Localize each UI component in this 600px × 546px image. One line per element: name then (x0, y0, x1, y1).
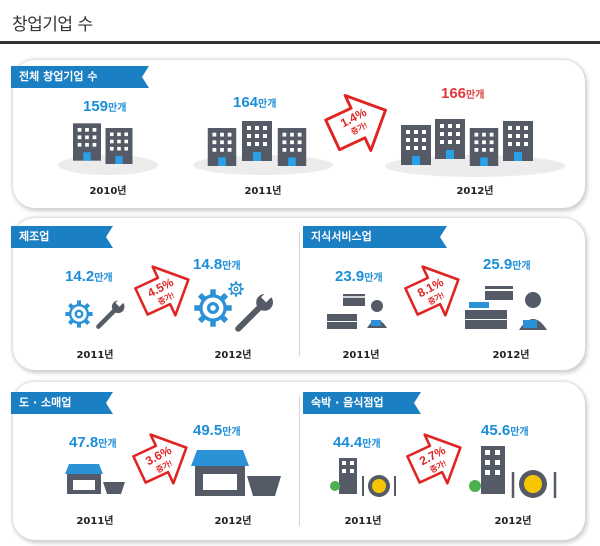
year-knowledge-2012: 2012년 (492, 350, 530, 361)
value-knowledge-2011: 23.9만개 (335, 268, 383, 285)
gear-wrench-icon (63, 294, 133, 330)
title-divider (0, 41, 600, 44)
year-2012: 2012년 (456, 186, 494, 197)
value-manufacturing-2012: 14.8만개 (193, 256, 241, 273)
year-hospitality-2011: 2011년 (344, 516, 382, 527)
gear-wrench-icon (191, 280, 281, 336)
buildings-icon (401, 119, 533, 166)
panel-total: 전체 창업기업 수 159만개 164만개 166만개 1.4%증가! 2010… (13, 60, 585, 208)
buildings-icon (73, 123, 133, 164)
value-retail-2011: 47.8만개 (69, 434, 117, 451)
panel-divider (299, 396, 300, 526)
label-knowledge-service: 지식서비스업 (303, 226, 447, 248)
year-2010: 2010년 (89, 186, 127, 197)
buildings-icon (207, 121, 307, 166)
label-total: 전체 창업기업 수 (11, 66, 149, 88)
restaurant-icon (330, 458, 396, 497)
value-2010: 159만개 (83, 98, 127, 115)
year-retail-2011: 2011년 (76, 516, 114, 527)
restaurant-icon (469, 446, 557, 498)
value-hospitality-2012: 45.6만개 (481, 422, 529, 439)
label-manufacturing: 제조업 (11, 226, 113, 248)
year-manufacturing-2011: 2011년 (76, 350, 114, 361)
year-knowledge-2011: 2011년 (342, 350, 380, 361)
year-hospitality-2012: 2012년 (494, 516, 532, 527)
office-worker-icon (465, 286, 547, 330)
value-2012: 166만개 (441, 85, 485, 102)
panel-sector-2: 도 · 소매업 숙박 · 음식점업 47.8만개 49.5만개 3.6%증가! … (13, 382, 585, 540)
value-manufacturing-2011: 14.2만개 (65, 268, 113, 285)
year-manufacturing-2012: 2012년 (214, 350, 252, 361)
label-hospitality: 숙박 · 음식점업 (303, 392, 421, 414)
panel-sector-1: 제조업 지식서비스업 14.2만개 14.8만개 4.5%증가! 2011년 2… (13, 218, 585, 370)
value-retail-2012: 49.5만개 (193, 422, 241, 439)
shop-icon (191, 450, 281, 496)
office-worker-icon (327, 294, 387, 329)
value-hospitality-2011: 44.4만개 (333, 434, 381, 451)
panel-divider (299, 232, 300, 356)
page-title: 창업기업 수 (12, 15, 93, 35)
year-2011: 2011년 (244, 186, 282, 197)
value-2011: 164만개 (233, 94, 277, 111)
year-retail-2012: 2012년 (214, 516, 252, 527)
label-retail: 도 · 소매업 (11, 392, 113, 414)
shop-icon (65, 464, 125, 494)
value-knowledge-2012: 25.9만개 (483, 256, 531, 273)
